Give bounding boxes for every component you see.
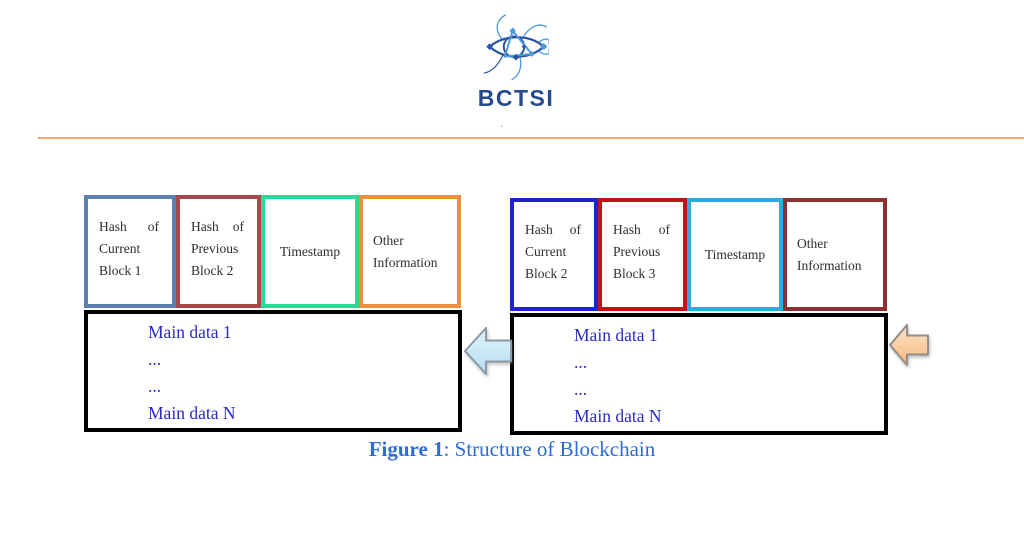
block-1-cell-other-information: Other Information (359, 195, 461, 308)
cell-word: Hash (613, 222, 641, 237)
block-2-cell-hash-current: Hash of Current Block 2 (510, 198, 598, 311)
cell-line: Block 2 (525, 266, 568, 281)
cell-line: Other (373, 232, 404, 248)
block-2-cell-other-information: Other Information (783, 198, 887, 311)
main-data-line: ... (148, 376, 162, 396)
block-1-other-information-text: Other Information (363, 199, 457, 304)
cell-word: of (147, 219, 159, 234)
cell-line: Block 1 (99, 263, 142, 278)
header-divider-line (38, 137, 1024, 139)
main-data-line: Main data 1 (148, 322, 232, 342)
left-arrow-between-blocks-icon (464, 327, 512, 375)
bctsi-logo: BCTSI (452, 12, 580, 112)
block-2-cell-timestamp: Timestamp (687, 198, 783, 311)
cell-line: Other (797, 235, 828, 251)
main-data-line: Main data N (574, 406, 662, 426)
left-arrow-right-edge-icon (889, 324, 929, 366)
cell-word: of (569, 222, 581, 237)
blockchain-block-1: Hash of Current Block 1 Hash of Previous… (84, 195, 462, 432)
cell-word: Hash (191, 219, 219, 234)
figure-caption-text: : Structure of Blockchain (443, 437, 656, 461)
block-2-main-data-box: Main data 1 ... ... Main data N (510, 313, 888, 435)
cell-line: Previous (191, 241, 239, 256)
block-1-cell-hash-current-text: Hash of Current Block 1 (88, 199, 172, 282)
cell-line: Current (525, 244, 567, 259)
block-2-header: Hash of Current Block 2 Hash of Previous… (510, 198, 888, 311)
cell-word: of (232, 219, 244, 234)
cell-line: Block 3 (613, 266, 656, 281)
cell-line: Current (99, 241, 141, 256)
cell-word: Hash (525, 222, 553, 237)
main-data-line: ... (574, 379, 588, 399)
block-2-timestamp-label: Timestamp (704, 246, 766, 262)
cell-line: Information (373, 254, 438, 270)
block-1-cell-hash-previous-text: Hash of Previous Block 2 (180, 199, 257, 282)
figure-caption-label: Figure 1 (368, 437, 444, 461)
block-1-timestamp-label: Timestamp (279, 243, 341, 259)
cell-word: of (658, 222, 670, 237)
cell-line: Block 2 (191, 263, 234, 278)
block-1-cell-timestamp: Timestamp (261, 195, 359, 308)
blockchain-block-2: Hash of Current Block 2 Hash of Previous… (510, 198, 888, 435)
bctsi-logo-text: BCTSI (477, 85, 555, 111)
bctsi-logo-icon (483, 14, 549, 81)
block-2-cell-hash-previous: Hash of Previous Block 3 (598, 198, 687, 311)
block-1-header: Hash of Current Block 1 Hash of Previous… (84, 195, 462, 308)
block-1-cell-hash-current: Hash of Current Block 1 (84, 195, 176, 308)
stray-period-mark: . (500, 116, 503, 130)
main-data-line: ... (574, 352, 588, 372)
main-data-line: Main data 1 (574, 325, 658, 345)
cell-word: Hash (99, 219, 127, 234)
figure-caption: Figure 1: Structure of Blockchain (0, 437, 1024, 462)
block-2-cell-hash-current-text: Hash of Current Block 2 (514, 202, 594, 285)
cell-line: Previous (613, 244, 661, 259)
cell-line: Information (797, 257, 862, 273)
block-2-other-information-text: Other Information (787, 202, 883, 307)
block-2-cell-hash-previous-text: Hash of Previous Block 3 (602, 202, 683, 285)
block-1-cell-hash-previous: Hash of Previous Block 2 (176, 195, 261, 308)
block-1-main-data-box: Main data 1 ... ... Main data N (84, 310, 462, 432)
main-data-line: Main data N (148, 403, 236, 423)
main-data-line: ... (148, 349, 162, 369)
